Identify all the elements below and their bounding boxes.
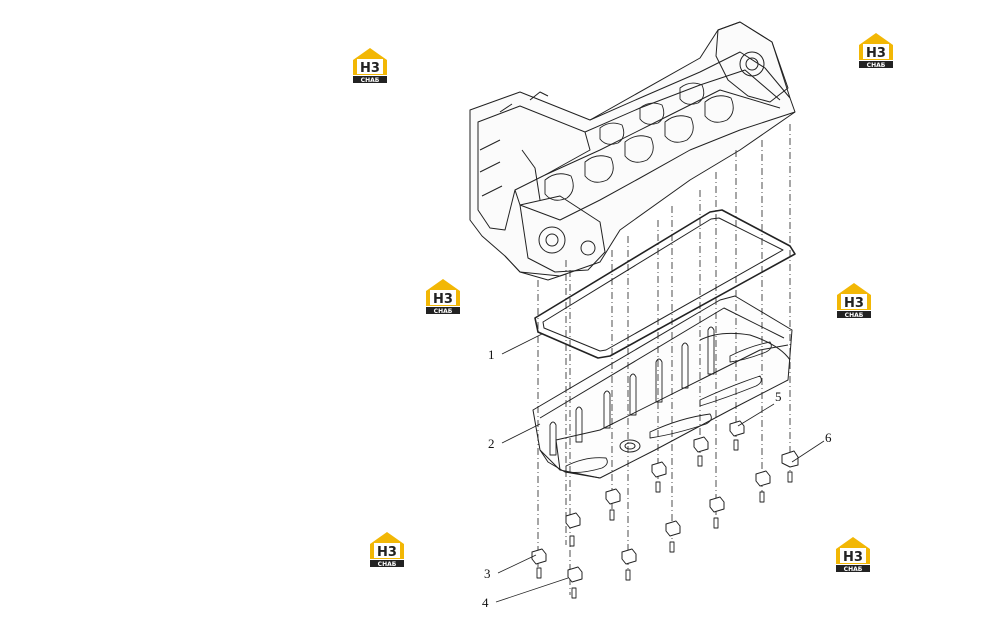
- svg-text:H3: H3: [377, 545, 397, 560]
- svg-text:СНАБ: СНАБ: [378, 561, 397, 568]
- svg-text:H3: H3: [844, 296, 864, 311]
- svg-text:H3: H3: [866, 46, 886, 61]
- oil-pan: [532, 295, 793, 479]
- bracket: [781, 450, 799, 468]
- engine-block: [469, 21, 796, 281]
- svg-text:H3: H3: [843, 550, 863, 565]
- leader-lines: [495, 333, 825, 603]
- svg-text:H3: H3: [433, 292, 453, 307]
- svg-text:СНАБ: СНАБ: [867, 62, 886, 69]
- svg-text:СНАБ: СНАБ: [844, 566, 863, 573]
- callout-6: 6: [825, 430, 832, 445]
- callout-2: 2: [488, 436, 495, 451]
- svg-text:СНАБ: СНАБ: [434, 308, 453, 315]
- oil-pan-gasket: [534, 209, 796, 359]
- fasteners: [531, 420, 799, 599]
- svg-text:СНАБ: СНАБ: [361, 77, 380, 84]
- svg-text:СНАБ: СНАБ: [845, 312, 864, 319]
- svg-text:H3: H3: [360, 61, 380, 76]
- alignment-lines: [537, 124, 791, 595]
- callout-3: 3: [484, 566, 491, 581]
- callout-4: 4: [482, 595, 489, 610]
- bolt: [536, 439, 793, 599]
- callout-1: 1: [488, 347, 495, 362]
- callout-5: 5: [775, 389, 782, 404]
- clamp: [531, 420, 771, 583]
